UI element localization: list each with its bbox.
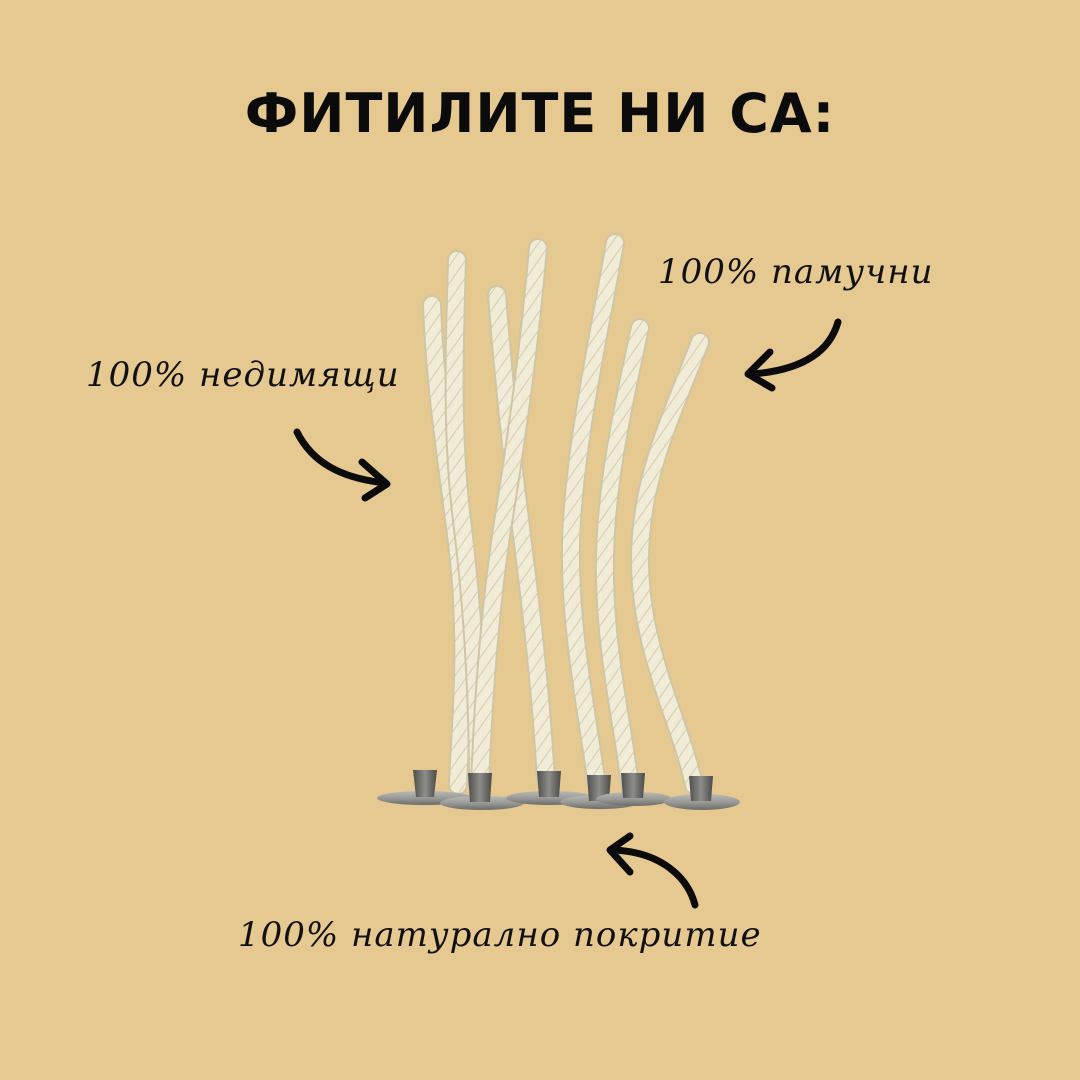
arrow-smokeless-icon xyxy=(293,428,391,502)
metal-tabs xyxy=(377,770,740,810)
metal-tab-6 xyxy=(664,776,740,810)
label-cotton: 100% памучни xyxy=(658,252,934,292)
wick-group xyxy=(422,233,710,795)
metal-tab-5 xyxy=(596,773,672,806)
wick-6 xyxy=(594,318,650,795)
label-natural-coating: 100% натурално покритие xyxy=(238,915,762,955)
page-title: ФИТИЛИТЕ НИ СА: xyxy=(244,82,836,145)
wick-7 xyxy=(629,332,710,795)
wick-5 xyxy=(560,233,625,795)
arrow-natural-coating-icon xyxy=(606,832,699,909)
arrow-cotton-icon xyxy=(744,318,842,392)
wick-3 xyxy=(487,285,556,790)
label-smokeless: 100% недимящи xyxy=(86,355,400,395)
metal-tab-2 xyxy=(440,773,524,810)
wick-4 xyxy=(470,238,548,795)
